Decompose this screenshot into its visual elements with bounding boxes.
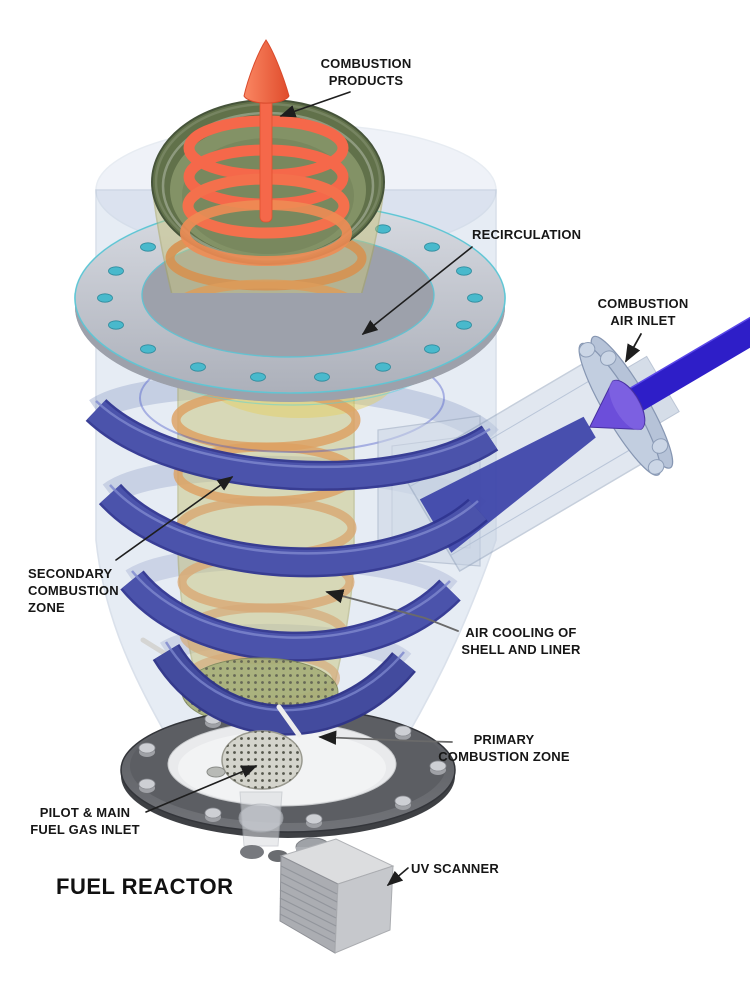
label-recirculation: RECIRCULATION (472, 227, 582, 242)
leader-air-cooling (325, 589, 459, 632)
leader-lines (115, 91, 642, 887)
uv-scanner-device (279, 837, 395, 954)
label-air-cooling: AIR COOLING OF SHELL AND LINER (461, 625, 581, 657)
label-combustion-products: COMBUSTION PRODUCTS (320, 56, 412, 88)
label-combustion-air-inlet: COMBUSTION AIR INLET (597, 296, 689, 328)
label-pilot-fuel-inlet: PILOT & MAIN FUEL GAS INLET (30, 805, 140, 837)
label-uv-scanner: UV SCANNER (411, 861, 499, 876)
leader-primary-zone (318, 730, 453, 745)
fuel-inlet-fittings (238, 791, 288, 862)
label-secondary-combustion-zone: SECONDARY COMBUSTION ZONE (28, 566, 119, 615)
label-primary-combustion-zone: PRIMARY COMBUSTION ZONE (438, 732, 570, 764)
cooling-ribbon-front (85, 398, 499, 662)
leader-secondary-zone (115, 476, 234, 561)
leader-combustion-products (279, 91, 351, 118)
leader-air-inlet (625, 333, 642, 363)
combustion-products-arrow (243, 39, 290, 223)
ignitor-rod (276, 704, 302, 738)
leader-uv-scanner (386, 867, 409, 887)
leader-recirculation (361, 246, 473, 335)
leader-pilot-inlet (145, 765, 258, 813)
diagram-title: FUEL REACTOR (56, 874, 234, 899)
top-flange-front (74, 293, 506, 402)
air-inlet-arrow-band (604, 301, 750, 426)
